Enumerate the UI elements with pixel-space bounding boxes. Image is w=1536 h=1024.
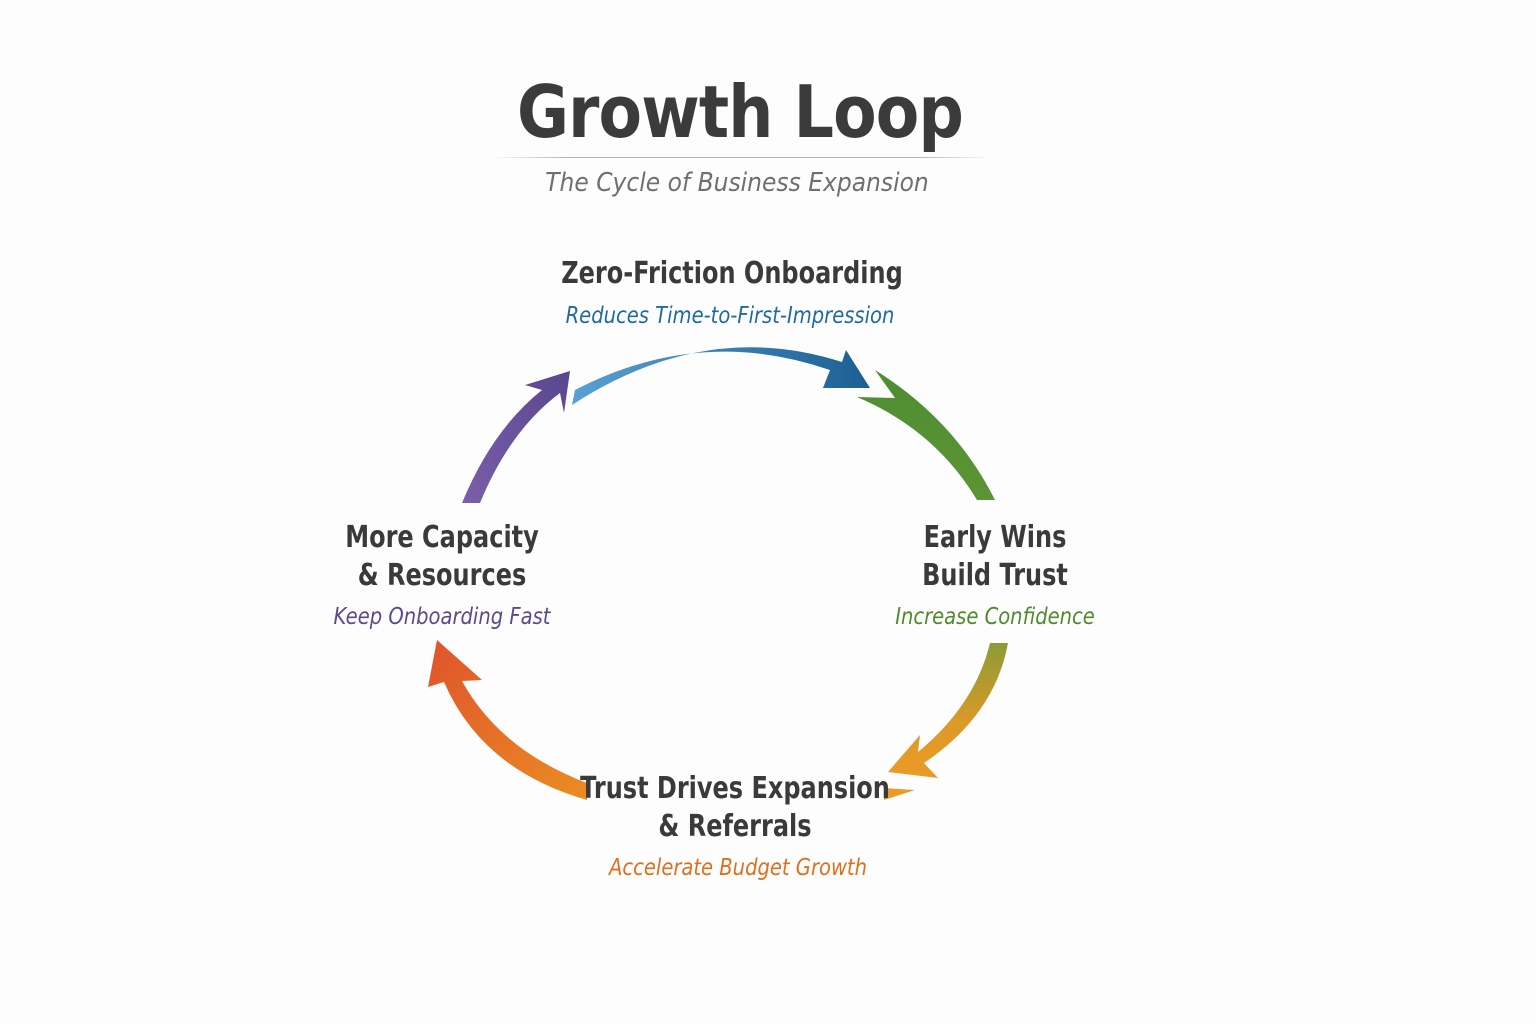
node-early-wins-title: Early Wins Build Trust: [875, 519, 1115, 595]
arrow-onboarding-to-early-wins: [572, 347, 870, 405]
arrow-expansion-to-capacity: [428, 640, 587, 800]
diagram-title: Growth Loop: [517, 70, 964, 154]
arrow-early-wins-segment: [857, 370, 995, 500]
node-expansion-title: Trust Drives Expansion & Referrals: [535, 770, 935, 846]
diagram-subtitle: The Cycle of Business Expansion: [545, 168, 929, 198]
node-early-wins-title-line-2: Build Trust: [922, 558, 1068, 593]
node-early-wins-subtitle: Increase Confidence: [895, 604, 1095, 630]
arrow-capacity-to-onboarding: [462, 371, 570, 503]
node-capacity-subtitle: Keep Onboarding Fast: [333, 604, 551, 630]
node-onboarding-subtitle: Reduces Time-to-First-Impression: [565, 303, 895, 329]
arrow-early-wins-to-expansion: [888, 643, 1008, 778]
node-expansion-title-line-1: Trust Drives Expansion: [580, 771, 890, 806]
node-onboarding-title: Zero-Friction Onboarding: [561, 256, 903, 291]
node-capacity-title-line-2: & Resources: [357, 558, 527, 593]
node-early-wins-title-line-1: Early Wins: [923, 520, 1067, 555]
node-capacity-title-line-1: More Capacity: [345, 520, 539, 555]
node-capacity-title: More Capacity & Resources: [322, 519, 562, 595]
arrow-tail-fragment: [884, 788, 915, 800]
node-expansion-title-line-2: & Referrals: [658, 809, 812, 844]
title-divider: [492, 157, 992, 158]
node-expansion-subtitle: Accelerate Budget Growth: [608, 855, 868, 881]
